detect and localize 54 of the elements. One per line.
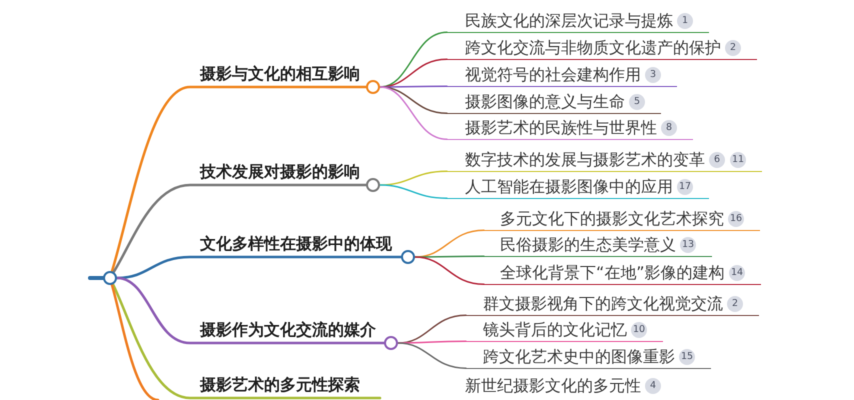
junction-circle — [103, 271, 117, 285]
topic-text: 民俗摄影的生态美学意义 — [500, 235, 676, 255]
number-badge: 1 — [677, 13, 693, 29]
topic-text: 跨文化艺术史中的图像重影 — [483, 347, 675, 367]
number-badge: 15 — [679, 349, 695, 365]
topic-text: 镜头背后的文化记忆 — [483, 320, 627, 340]
topic-text: 跨文化交流与非物质文化遗产的保护 — [465, 38, 721, 58]
branch-line — [110, 86, 368, 273]
branch-label: 摄影作为文化交流的媒介 — [200, 320, 376, 340]
number-badge: 14 — [729, 265, 745, 281]
number-badge: 2 — [725, 40, 741, 56]
branch-line — [112, 184, 368, 274]
number-badge: 13 — [680, 237, 696, 253]
connector-line — [414, 256, 485, 258]
branch-line — [116, 276, 386, 344]
number-badge: 6 — [709, 152, 725, 168]
connector-line — [379, 86, 448, 140]
connector-line — [379, 184, 448, 199]
topic-text: 数字技术的发展与摄影艺术的变革 — [465, 150, 705, 170]
topic-text: 多元文化下的摄影文化艺术探究 — [500, 209, 724, 229]
junction-circle — [401, 250, 415, 264]
connector-line — [414, 256, 485, 285]
topic-text: 民族文化的深层次记录与提炼 — [465, 11, 673, 31]
number-badge: 11 — [730, 152, 746, 168]
number-badge: 4 — [645, 378, 661, 394]
topic-text: 人工智能在摄影图像中的应用 — [465, 177, 673, 197]
connector-line — [397, 340, 467, 344]
branch-label: 文化多样性在摄影中的体现 — [200, 234, 392, 254]
connector-line — [379, 170, 448, 186]
branch-label: 技术发展对摄影的影响 — [200, 162, 360, 182]
topic-text: 摄影艺术的民族性与世界性 — [465, 118, 657, 138]
junction-circle — [366, 80, 380, 94]
number-badge: 17 — [677, 179, 693, 195]
topic-text: 全球化背景下“在地”影像的建构 — [500, 263, 725, 283]
topic-text: 群文摄影视角下的跨文化视觉交流 — [483, 294, 723, 314]
number-badge: 8 — [661, 120, 677, 136]
number-badge: 10 — [631, 322, 647, 338]
connector-line — [397, 342, 467, 369]
number-badge: 5 — [629, 94, 645, 110]
topic-text: 视觉符号的社会建构作用 — [465, 65, 641, 85]
number-badge: 16 — [728, 211, 744, 227]
branch-line — [116, 256, 402, 280]
branch-line — [112, 283, 382, 400]
topic-text: 摄影图像的意义与生命 — [465, 92, 625, 112]
junction-circle — [366, 178, 380, 192]
junction-circle — [384, 336, 398, 350]
number-badge: 2 — [727, 296, 743, 312]
branch-label: 摄影与文化的相互影响 — [200, 64, 360, 84]
branch-label: 摄影艺术的多元性探索 — [200, 375, 360, 395]
branch-line — [110, 283, 160, 400]
number-badge: 3 — [645, 67, 661, 83]
topic-text: 新世纪摄影文化的多元性 — [465, 376, 641, 396]
connector-line — [379, 86, 448, 88]
branch-line — [88, 276, 105, 280]
